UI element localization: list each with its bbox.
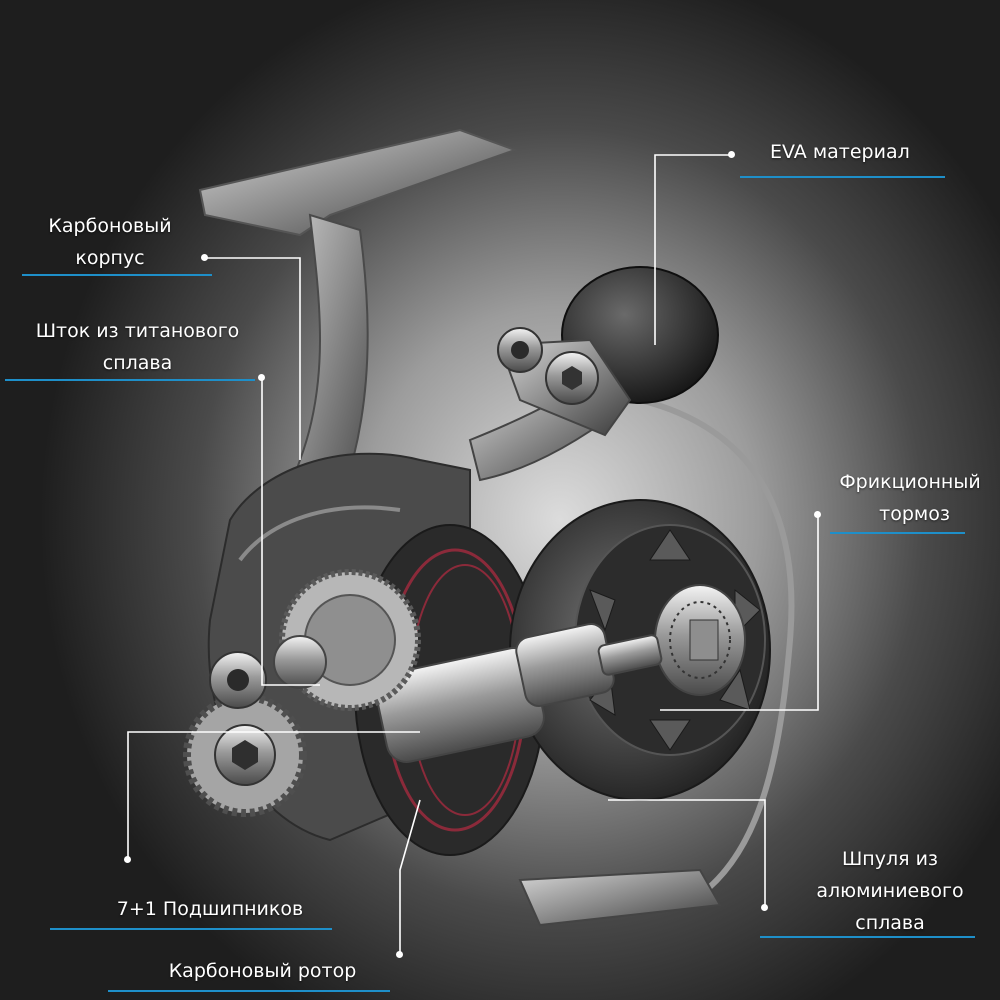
callout-drag-line-1: Фрикционный — [839, 471, 981, 493]
callout-rotor-line-1: Карбоновый ротор — [168, 960, 357, 982]
callout-dot-rotor — [396, 951, 403, 958]
leader-lines — [127, 154, 819, 955]
callout-drag: Фрикционный тормоз — [825, 466, 995, 530]
callout-bearings-underline — [50, 928, 332, 930]
main-shaft — [375, 623, 663, 763]
callout-bearings-line-1: 7+1 Подшипников — [116, 898, 304, 920]
callout-rotor: Карбоновый ротор — [140, 955, 385, 987]
gears — [183, 569, 421, 817]
callout-eva: EVA материал — [770, 136, 910, 168]
callout-dot-drag — [814, 511, 821, 518]
callout-dot-shaft — [258, 374, 265, 381]
callout-body-line-1: Карбоновый — [48, 215, 172, 237]
callout-spool: Шпуля из алюминиевого сплава — [790, 843, 990, 939]
callout-eva-underline — [740, 176, 945, 178]
callout-bearings: 7+1 Подшипников — [90, 893, 330, 925]
callout-spool-line-1: Шпуля из — [841, 848, 939, 870]
callout-body: Карбоновый корпус — [30, 210, 190, 274]
callout-shaft: Шток из титанового сплава — [15, 315, 260, 379]
callout-shaft-underline — [5, 379, 255, 381]
callout-dot-spool — [761, 904, 768, 911]
eva-knob — [497, 266, 719, 437]
callout-dot-bearings — [124, 856, 131, 863]
callout-spool-underline — [760, 936, 975, 938]
callout-drag-underline — [830, 532, 965, 534]
callout-eva-line: EVA материал — [770, 141, 910, 163]
callout-dot-body — [201, 254, 208, 261]
callout-shaft-line-1: Шток из титанового — [35, 320, 240, 342]
callout-spool-line-2: алюминиевого — [816, 880, 964, 902]
callout-body-line-2: корпус — [75, 247, 145, 269]
callout-rotor-underline — [108, 990, 390, 992]
callout-shaft-line-2: сплава — [102, 352, 173, 374]
callout-body-underline — [22, 274, 212, 276]
callout-spool-line-3: сплава — [855, 912, 925, 934]
callout-dot-eva — [728, 151, 735, 158]
callout-drag-line-2: тормоз — [879, 503, 950, 525]
